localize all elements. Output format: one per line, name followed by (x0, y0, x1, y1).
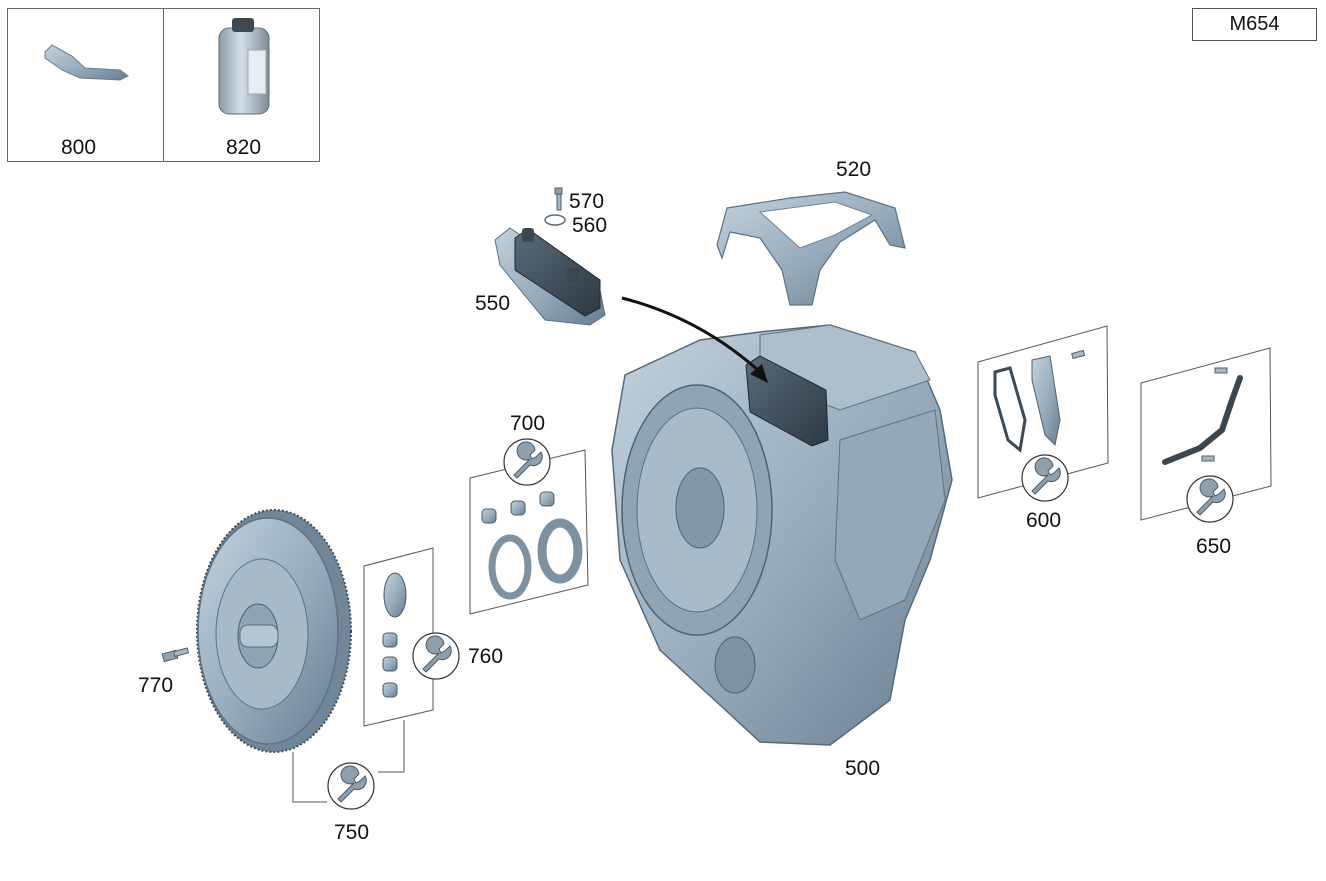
callout-750: 750 (334, 821, 370, 844)
seal-ring-560-part (544, 214, 566, 226)
install-arrow (621, 296, 768, 383)
wrench-icon (1186, 475, 1234, 523)
inset-divider (163, 8, 164, 162)
kit-600-frame (977, 325, 1109, 499)
bolt-770-part (161, 647, 190, 663)
callout-600: 600 (1026, 509, 1062, 532)
model-code-box: M654 (1192, 8, 1317, 41)
wrench-icon (1021, 454, 1069, 502)
flywheel-750-part (196, 509, 352, 753)
kit-760-frame (363, 547, 434, 727)
kit-700-parts (481, 491, 583, 600)
callout-650: 650 (1196, 535, 1232, 558)
wrench-icon (503, 438, 551, 486)
kit-650-parts (1162, 367, 1243, 465)
callout-700: 700 (510, 412, 546, 435)
kit-650-frame (1140, 347, 1272, 521)
callout-520: 520 (836, 158, 872, 181)
wrench-icon (327, 762, 375, 810)
callout-820: 820 (226, 136, 262, 159)
kit-760-parts (382, 572, 407, 698)
bolt-570-part (554, 187, 563, 211)
kit-750-bracket (292, 752, 327, 803)
kit-600-parts (993, 349, 1086, 453)
callout-770: 770 (138, 674, 174, 697)
callout-550: 550 (475, 292, 511, 315)
wrench-icon (412, 632, 460, 680)
oil-cooler-550-part (494, 227, 606, 326)
callout-760: 760 (468, 645, 504, 668)
bracket-800-part (44, 44, 129, 81)
oil-bottle-820-part (218, 18, 270, 115)
callout-570: 570 (569, 190, 605, 213)
callout-800: 800 (61, 136, 97, 159)
kit-750-bracket-right (378, 720, 405, 773)
callout-500: 500 (845, 757, 881, 780)
transmission-500-part (611, 324, 953, 746)
mount-bracket-520-part (716, 191, 906, 306)
callout-560: 560 (572, 214, 608, 237)
